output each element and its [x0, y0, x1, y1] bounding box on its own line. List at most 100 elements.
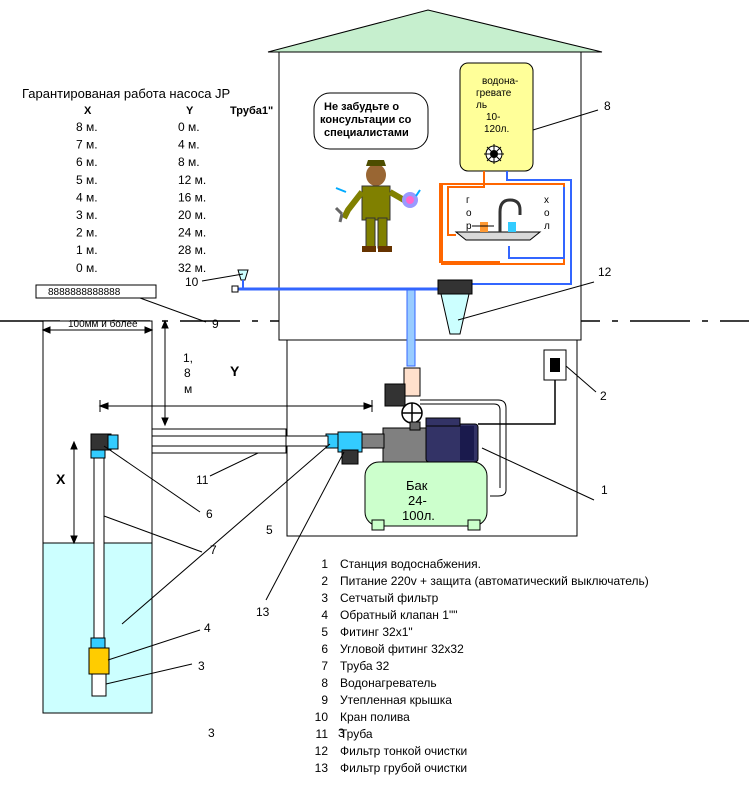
legend-text: Фильтр грубой очистки: [340, 761, 467, 775]
legend-num: 5: [321, 625, 328, 639]
table-header-y: Y: [186, 105, 194, 117]
marker-1: 1: [601, 483, 608, 497]
pressure-hose: [420, 399, 507, 497]
faucet-hot-1: г: [466, 195, 470, 206]
check-valve-fitting: [90, 637, 106, 649]
table-cell-y: 0 м.: [178, 120, 200, 134]
table-cell-x: 3 м.: [76, 208, 98, 222]
pump-body: [382, 427, 430, 463]
fine-filter: [440, 293, 470, 335]
heater-label-5: 120л.: [484, 124, 509, 135]
legend-num: 9: [321, 693, 328, 707]
pressure-tank: [364, 461, 488, 527]
marker-6: 6: [206, 507, 213, 521]
garden-tap: [237, 269, 249, 281]
legend-num: 6: [321, 642, 328, 656]
legend-text: Кран полива: [340, 710, 410, 724]
dim-x-label: X: [56, 471, 66, 487]
heater-label-4: 10-: [486, 112, 500, 123]
power-cable: [478, 380, 556, 425]
marker-3b: 3: [208, 726, 215, 740]
table-cell-y: 20 м.: [178, 208, 206, 222]
legend-num: 11: [316, 727, 329, 741]
garden-tap-end: [231, 285, 239, 293]
heater-label-1: водона-: [482, 76, 518, 87]
pressure-switch-top: [403, 367, 421, 397]
heater-thermostat-icon: [484, 144, 504, 164]
marker-4: 4: [204, 621, 211, 635]
riser-pipe: [406, 289, 416, 367]
table-cell-y: 16 м.: [178, 190, 206, 204]
house-roof: [267, 9, 603, 53]
heater-label-3: ль: [476, 100, 487, 111]
legend-num: 7: [321, 659, 328, 673]
legend-text: Труба 32: [340, 659, 390, 673]
table-cell-x: 7 м.: [76, 138, 98, 152]
down-pipe: [93, 457, 105, 639]
callout-line-3: специалистами: [324, 127, 409, 139]
worker-illustration-icon: [334, 160, 421, 252]
table-cell-x: 1 м.: [76, 243, 98, 257]
legend-text: Сетчатый фильтр: [340, 591, 439, 605]
dim-y: [98, 400, 374, 412]
table-cell-y: 24 м.: [178, 226, 206, 240]
dim-height-num: 1,: [183, 351, 193, 365]
table-cell-x: 0 м.: [76, 261, 98, 275]
table-cell-x: 4 м.: [76, 190, 98, 204]
legend-text: Утепленная крышка: [340, 693, 452, 707]
hot-water-pipe-outer: [439, 183, 500, 263]
tank-label-3: 100л.: [402, 508, 435, 523]
callout-bubble: [313, 92, 429, 150]
marker-2: 2: [600, 389, 607, 403]
legend-text: Обратный клапан 1"": [340, 608, 457, 622]
tank-label-2: 24-: [408, 493, 427, 508]
table-cell-y: 8 м.: [178, 155, 200, 169]
table-cell-y: 28 м.: [178, 243, 206, 257]
table-header-x: X: [84, 105, 92, 117]
dim-width: [41, 326, 154, 334]
table-cell-x: 8 м.: [76, 120, 98, 134]
strainer: [91, 673, 107, 697]
legend-num: 8: [321, 676, 328, 690]
table-header-pipe: Труба1": [230, 105, 273, 117]
dim-width-label: 100мм и более: [68, 318, 138, 330]
table-cell-x: 2 м.: [76, 226, 98, 240]
coarse-filter-head: [337, 431, 363, 453]
marker-13: 13: [256, 605, 270, 619]
legend-text: Питание 220v + защита (автоматический вы…: [340, 574, 649, 588]
marker-3c: 3: [338, 726, 345, 740]
sink-icon: [454, 198, 542, 241]
table-cell-y: 4 м.: [178, 138, 200, 152]
callout-line-2: консультации со: [320, 114, 412, 126]
marker-9: 9: [212, 317, 219, 331]
leader-lines: [103, 109, 599, 685]
legend-num: 13: [315, 761, 329, 775]
tank-label-1: Бак: [406, 478, 428, 493]
legend-text: Водонагреватель: [340, 676, 437, 690]
faucet-cold-1: х: [544, 195, 549, 206]
faucet-hot-3: р: [466, 221, 472, 232]
legend-text: Фитинг 32x1": [340, 625, 413, 639]
dim-height-num2: 8: [184, 366, 191, 380]
check-valve: [88, 647, 110, 675]
marker-5: 5: [266, 523, 273, 537]
table-cell-x: 6 м.: [76, 155, 98, 169]
legend-num: 12: [315, 744, 329, 758]
well-cover: [35, 284, 157, 299]
legend-num: 1: [321, 557, 328, 571]
marker-12: 12: [598, 265, 612, 279]
well-cover-text: 8888888888888: [48, 287, 121, 298]
fine-filter-head: [437, 279, 473, 295]
pump-inlet: [359, 433, 385, 449]
legend-num: 4: [321, 608, 328, 622]
marker-11: 11: [196, 473, 209, 487]
faucet-cold-2: о: [544, 208, 550, 219]
legend-num: 3: [321, 591, 328, 605]
heater-label-2: грeвате: [476, 88, 512, 99]
marker-3a: 3: [198, 659, 205, 673]
marker-10: 10: [185, 275, 199, 289]
dim-y-label: Y: [230, 363, 240, 379]
callout-line-1: Не забудьте о: [324, 101, 399, 113]
